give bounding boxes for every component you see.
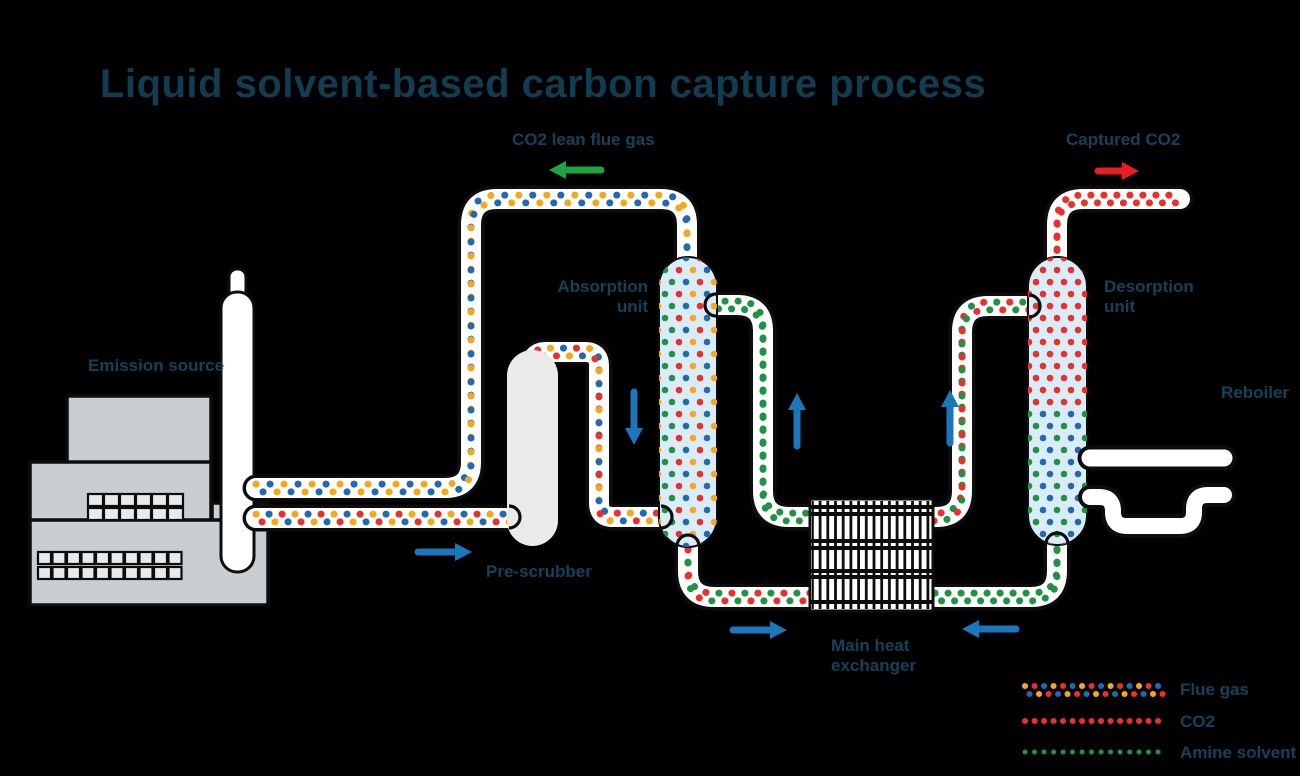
arrow-left-lean-amine <box>962 620 1020 638</box>
factory-windows-lower <box>36 550 183 581</box>
label-main-heat-exchanger: Main heat exchanger <box>831 636 917 676</box>
reboiler-pipes <box>1077 445 1237 538</box>
arrow-up-lean-amine <box>788 393 806 450</box>
label-reboiler: Reboiler <box>1221 383 1290 402</box>
factory-windows-upper <box>86 492 185 522</box>
arrow-down-absorber <box>625 388 643 445</box>
flow-arrows <box>414 388 1020 639</box>
legend-label-co2: CO2 <box>1180 712 1215 731</box>
label-desorption-unit: Desorption unit <box>1104 277 1194 317</box>
desorption-unit-vessel <box>1027 256 1088 546</box>
arrow-right-flue-gas <box>414 543 472 561</box>
arrow-up-desorber <box>941 390 959 447</box>
label-emission-source: Emission source <box>88 356 225 375</box>
pipe-rich-amine-to-desorber <box>928 302 1034 521</box>
pipe-lean-amine-to-absorber <box>712 301 818 521</box>
pipe-co2-lean-flue-gas <box>256 195 687 492</box>
label-co2-lean-flue-gas: CO2 lean flue gas <box>512 130 655 149</box>
legend-label-amine-solvent: Amine solvent <box>1180 743 1297 762</box>
pipe-captured-co2 <box>1057 195 1180 270</box>
arrow-left-co2-lean <box>549 161 605 179</box>
page-title: Liquid solvent-based carbon capture proc… <box>100 62 987 106</box>
chimney <box>219 267 256 574</box>
pipe-rich-amine-from-absorber <box>688 536 818 601</box>
label-absorption-unit: Absorption unit <box>557 277 648 317</box>
absorption-unit-vessel <box>658 256 718 548</box>
pipe-connection-arcs <box>508 292 1070 547</box>
arrow-right-captured-co2 <box>1094 162 1139 180</box>
pre-scrubber-vessel <box>507 350 558 546</box>
legend-swatch-flue-gas <box>1022 683 1170 697</box>
arrow-right-rich-amine <box>729 621 787 639</box>
main-heat-exchanger <box>808 497 935 613</box>
pipe-lean-amine-from-desorber <box>928 536 1057 601</box>
pipe-flue-gas-to-prescrubber <box>256 514 512 522</box>
legend-label-flue-gas: Flue gas <box>1180 680 1249 699</box>
label-pre-scrubber: Pre-scrubber <box>486 562 592 581</box>
label-captured-co2: Captured CO2 <box>1066 130 1181 149</box>
factory-building <box>28 267 270 607</box>
